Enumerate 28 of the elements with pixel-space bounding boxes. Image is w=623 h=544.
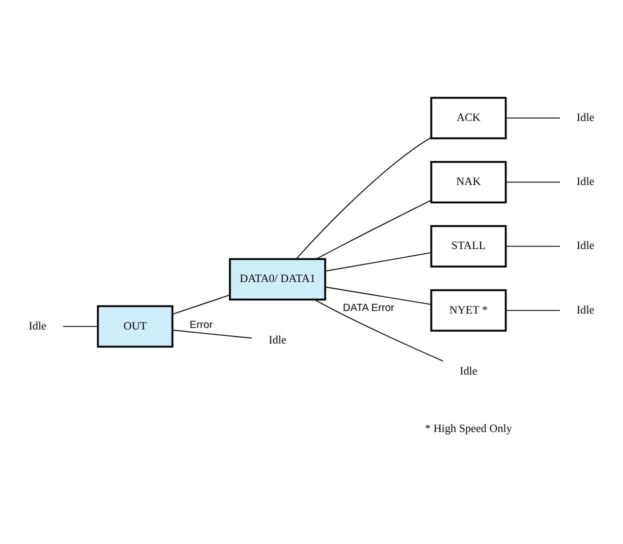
node-text: Idle <box>576 112 594 124</box>
connector <box>505 310 560 311</box>
connector <box>324 252 432 272</box>
node-text: Idle <box>460 366 478 378</box>
connector <box>505 246 560 247</box>
node-text: Idle <box>576 304 594 316</box>
edge-label: DATA Error <box>342 303 394 314</box>
node-box: NAK <box>430 160 507 204</box>
node-text: Idle <box>28 320 46 332</box>
node-box: STALL <box>430 225 507 268</box>
connector <box>505 118 560 119</box>
connector <box>505 182 560 183</box>
node-text: Idle <box>576 176 594 188</box>
connector <box>172 294 230 315</box>
connector <box>316 200 432 260</box>
connector <box>314 299 444 362</box>
edge-label: Error <box>190 320 213 332</box>
node-box: ACK <box>430 96 507 140</box>
node-text: Idle <box>268 334 286 347</box>
connector <box>296 136 432 260</box>
node-box: NYET * <box>430 289 507 332</box>
connector <box>172 330 252 339</box>
node-box: DATA0/ DATA1 <box>228 258 326 301</box>
node-box: OUT <box>96 305 174 348</box>
connector <box>324 286 432 305</box>
node-text: Idle <box>576 240 594 252</box>
label: * High Speed Only <box>425 423 512 436</box>
connector <box>62 326 98 327</box>
